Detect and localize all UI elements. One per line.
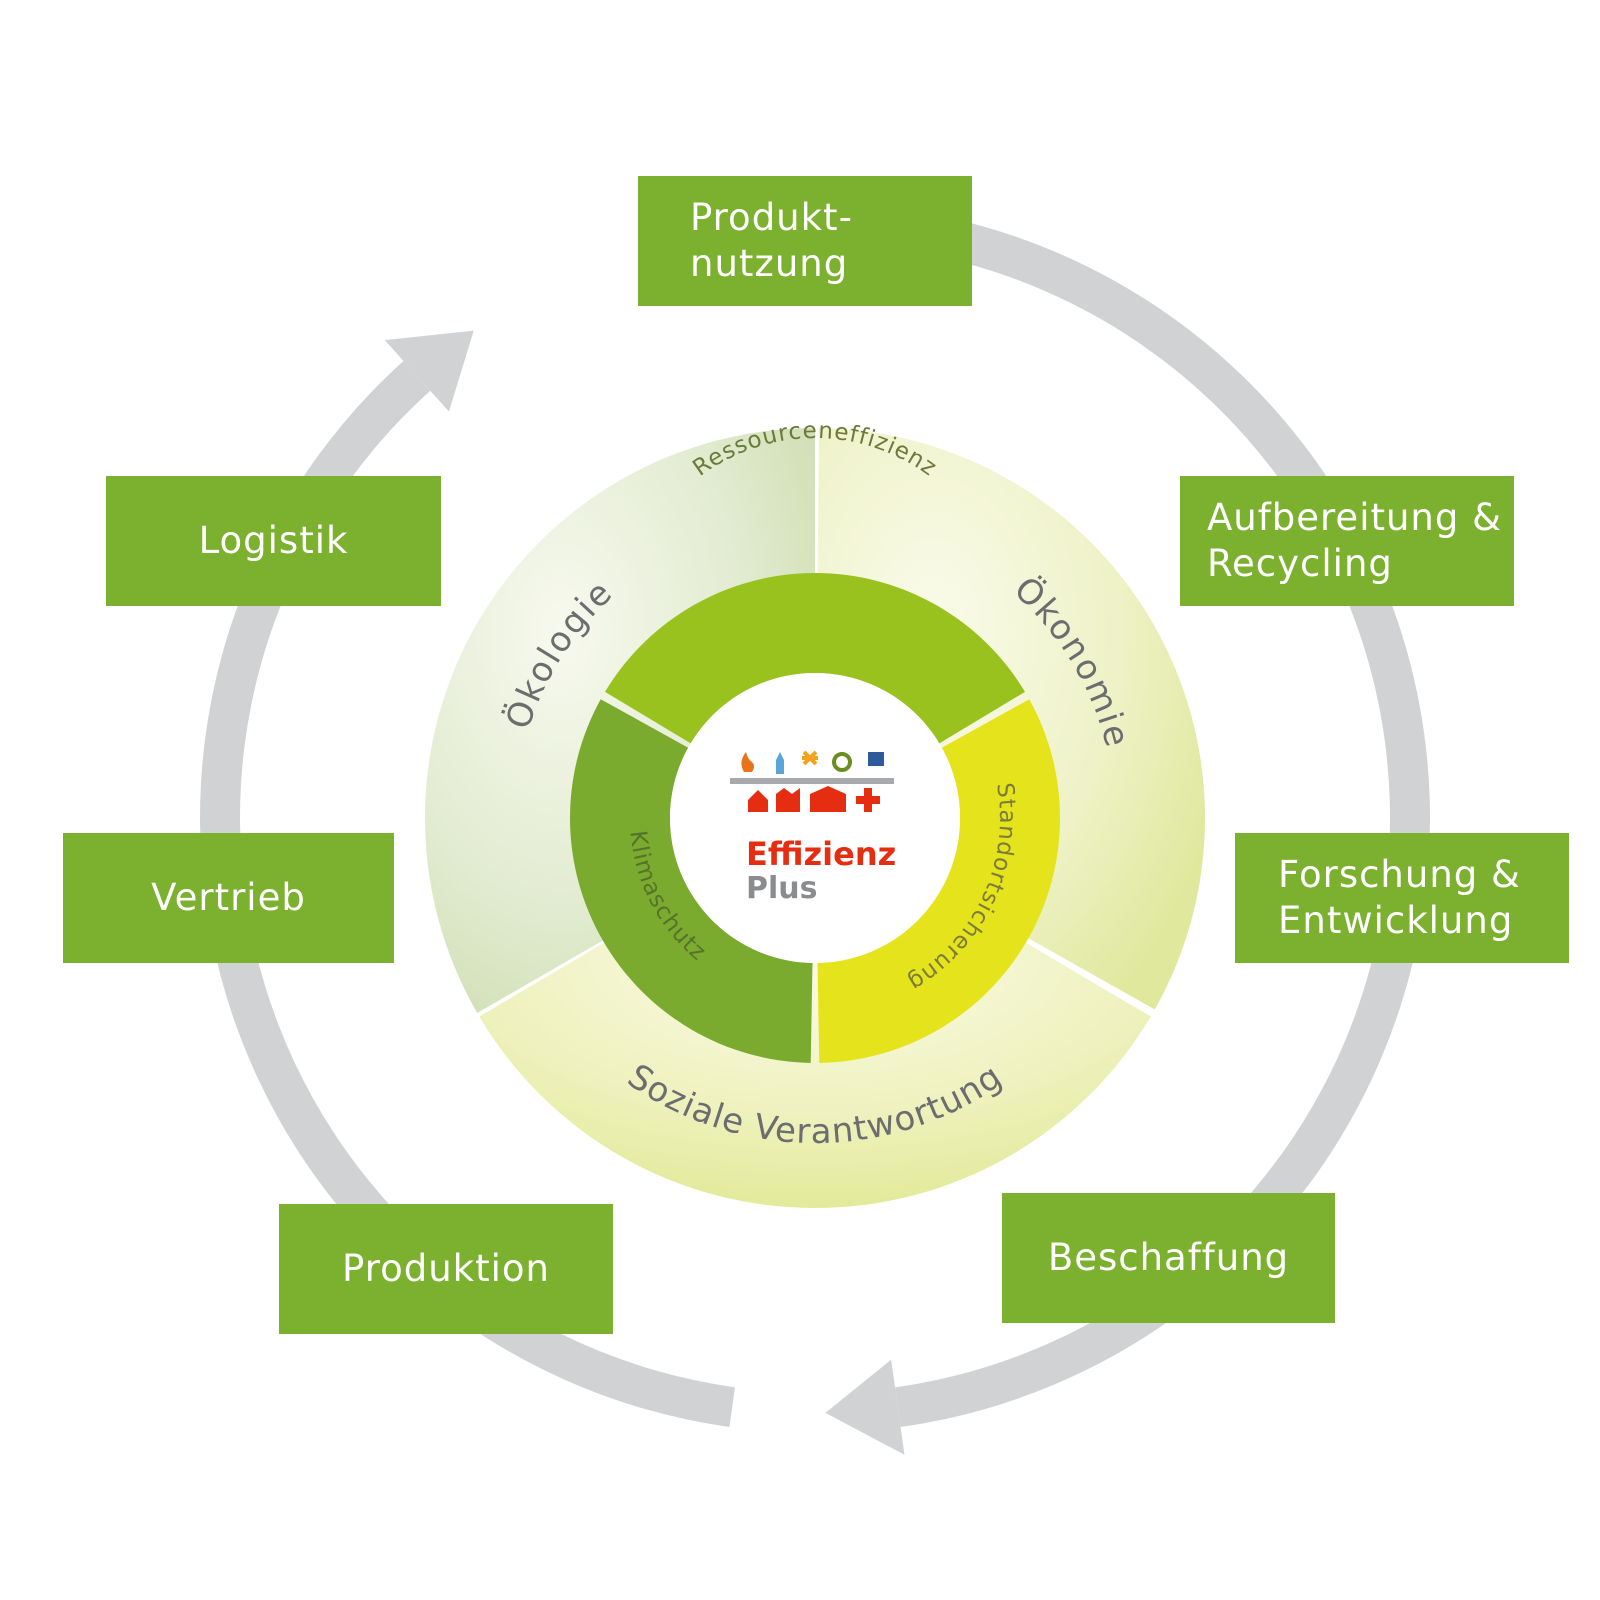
stage-aufbereitung-line2: Recycling (1207, 542, 1393, 585)
logo-icons-row (741, 750, 884, 774)
recycle-icon (832, 752, 852, 772)
goal-ressourceneffizienz-segment (604, 573, 1026, 744)
stage-vertrieb: Vertrieb (63, 833, 394, 963)
goal-standortsicherung-segment (817, 699, 1060, 1063)
logo-buildings-row (748, 786, 880, 812)
cycle-arrowhead-bottom (825, 1359, 905, 1455)
stage-beschaffung-label: Beschaffung (1047, 1236, 1290, 1279)
effizienz-plus-logo: Effizienz Plus (670, 673, 960, 963)
flame-icon (741, 752, 754, 772)
material-icon (868, 752, 884, 766)
stage-produktion: Produktion (279, 1204, 613, 1334)
cycle-arrow-band-left (199, 360, 735, 1428)
stage-forschung-line1: Forschung & (1278, 853, 1521, 896)
stage-aufbereitung-recycling: Aufbereitung & Recycling (1180, 476, 1514, 606)
stage-produktnutzung: Produkt- nutzung (638, 176, 972, 306)
stage-vertrieb-label: Vertrieb (151, 876, 306, 919)
water-drop-icon (776, 752, 784, 774)
house-icon (748, 790, 768, 812)
stage-produktnutzung-line1: Produkt- (690, 196, 853, 239)
factory-icon (776, 788, 800, 812)
stage-produktion-label: Produktion (342, 1247, 550, 1290)
stage-logistik-label: Logistik (198, 519, 349, 562)
cycle-arrow (199, 221, 1431, 1455)
goal-klimaschutz-segment (570, 699, 813, 1063)
logo-text-effizienz: Effizienz (746, 835, 896, 873)
stage-beschaffung: Beschaffung (1002, 1193, 1335, 1323)
stage-forschung-line2: Entwicklung (1278, 899, 1514, 942)
goal-ring (570, 573, 1060, 1063)
medical-cross-icon (856, 788, 880, 812)
stage-logistik: Logistik (106, 476, 441, 606)
stage-forschung-entwicklung: Forschung & Entwicklung (1235, 833, 1569, 963)
stage-produktnutzung-line2: nutzung (690, 242, 849, 285)
logo-text-plus: Plus (746, 871, 817, 906)
warehouse-icon (810, 786, 846, 812)
stage-aufbereitung-line1: Aufbereitung & (1207, 496, 1502, 539)
sun-icon (802, 750, 818, 766)
cycle-arrowhead-top (384, 330, 474, 412)
logo-divider (730, 778, 894, 784)
